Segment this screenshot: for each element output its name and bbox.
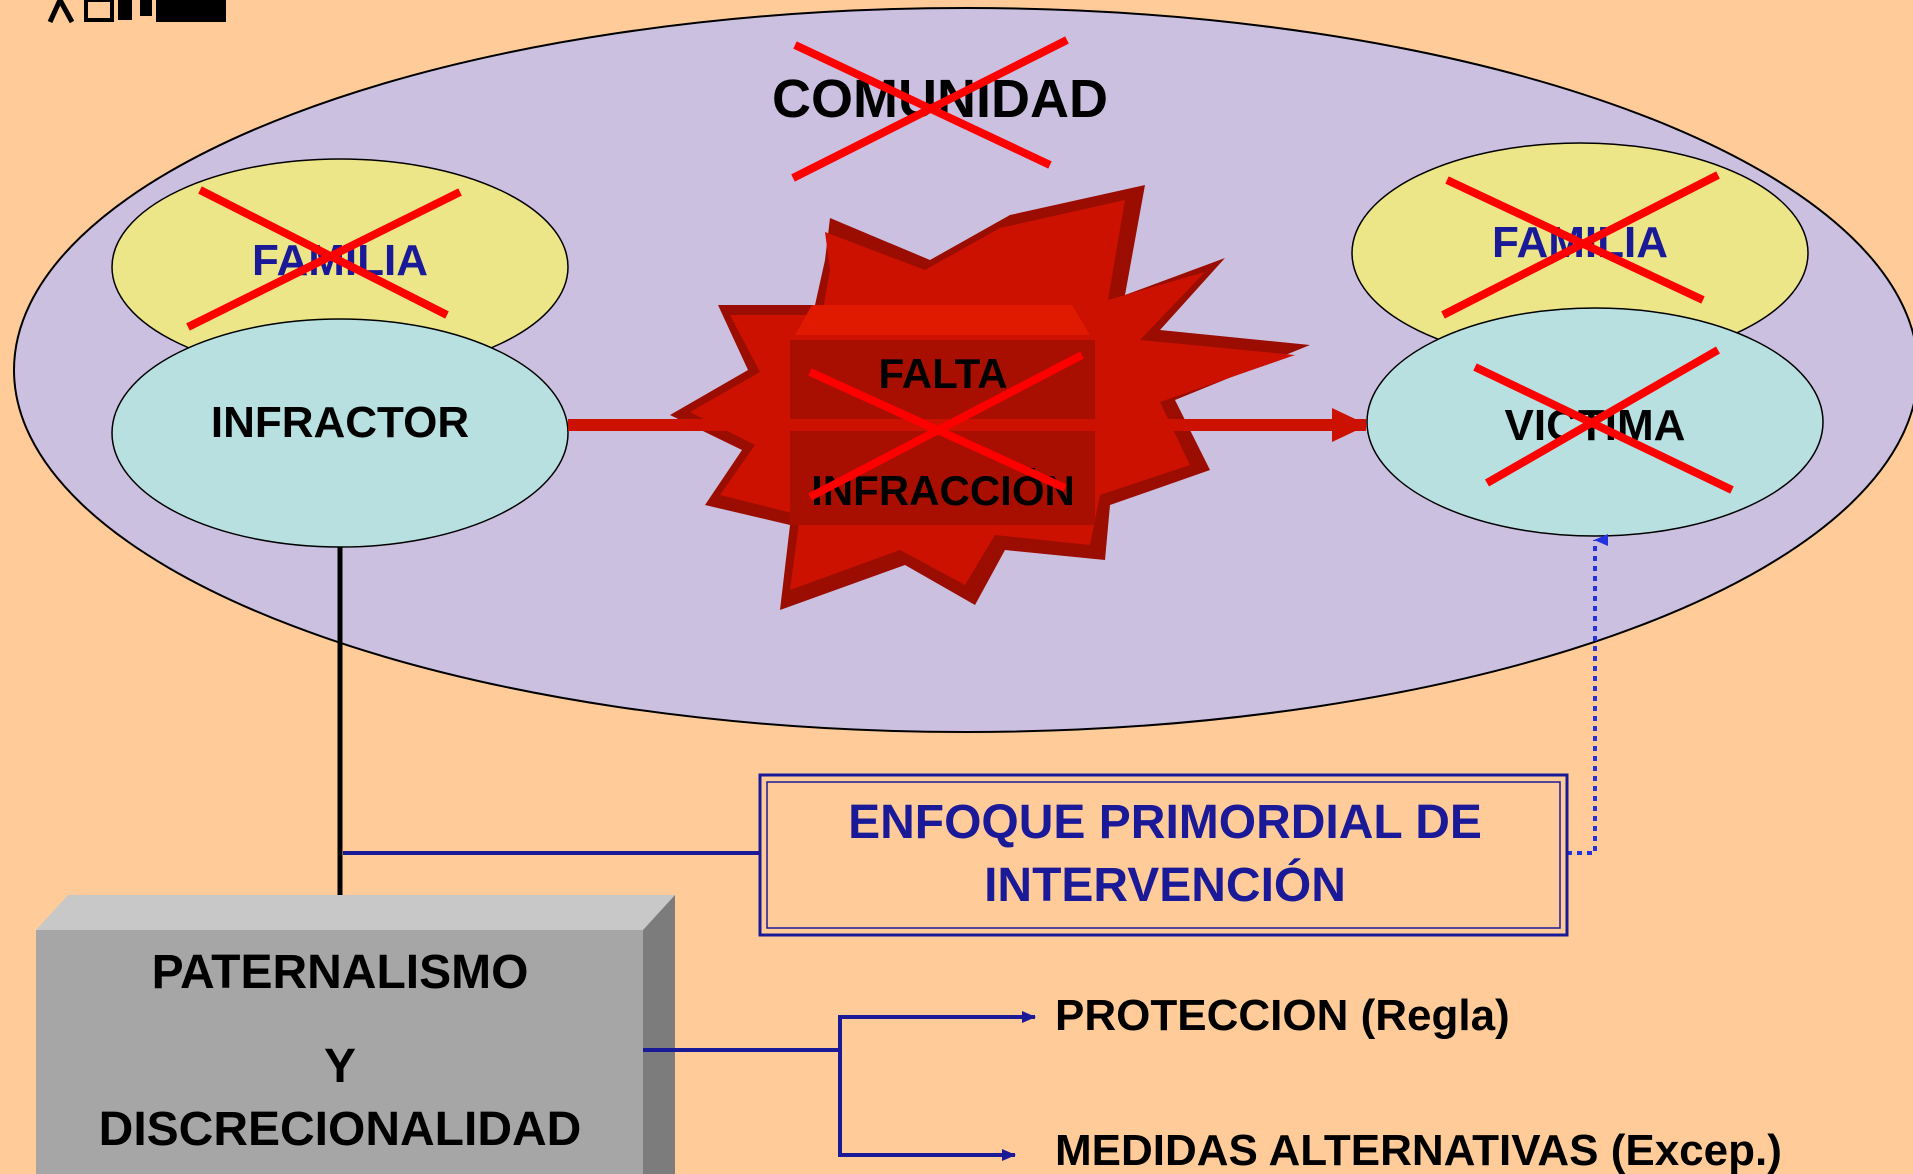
community-cross-out (791, 36, 1069, 182)
approach-box (36, 895, 675, 1174)
outcome-exception-label: MEDIDAS ALTERNATIVAS (Excep.) (1055, 1126, 1782, 1174)
focus-label-line1: ENFOQUE PRIMORDIAL DE (848, 796, 1482, 849)
victim-cross-out (1473, 346, 1734, 494)
approach-label-line2: Y (324, 1040, 356, 1093)
approach-label-line3: DISCRECIONALIDAD (99, 1103, 582, 1156)
focus-box (758, 773, 1569, 937)
offender-label: INFRACTOR (211, 398, 469, 447)
victim-family-cross-out (1441, 171, 1720, 319)
approach-label-line1: PATERNALISMO (152, 946, 529, 999)
offender-family-cross-out (186, 186, 462, 331)
offense-label-line1: FALTA (878, 350, 1007, 397)
outcome-rule-label: PROTECCION (Regla) (1055, 991, 1510, 1040)
community-label: COMUNIDAD (772, 69, 1108, 129)
outcome-branch-lines (643, 1011, 1036, 1161)
focus-label-line2: INTERVENCIÓN (984, 857, 1346, 912)
offense-cross-out (808, 351, 1084, 501)
people-figures-icon (47, 0, 226, 24)
